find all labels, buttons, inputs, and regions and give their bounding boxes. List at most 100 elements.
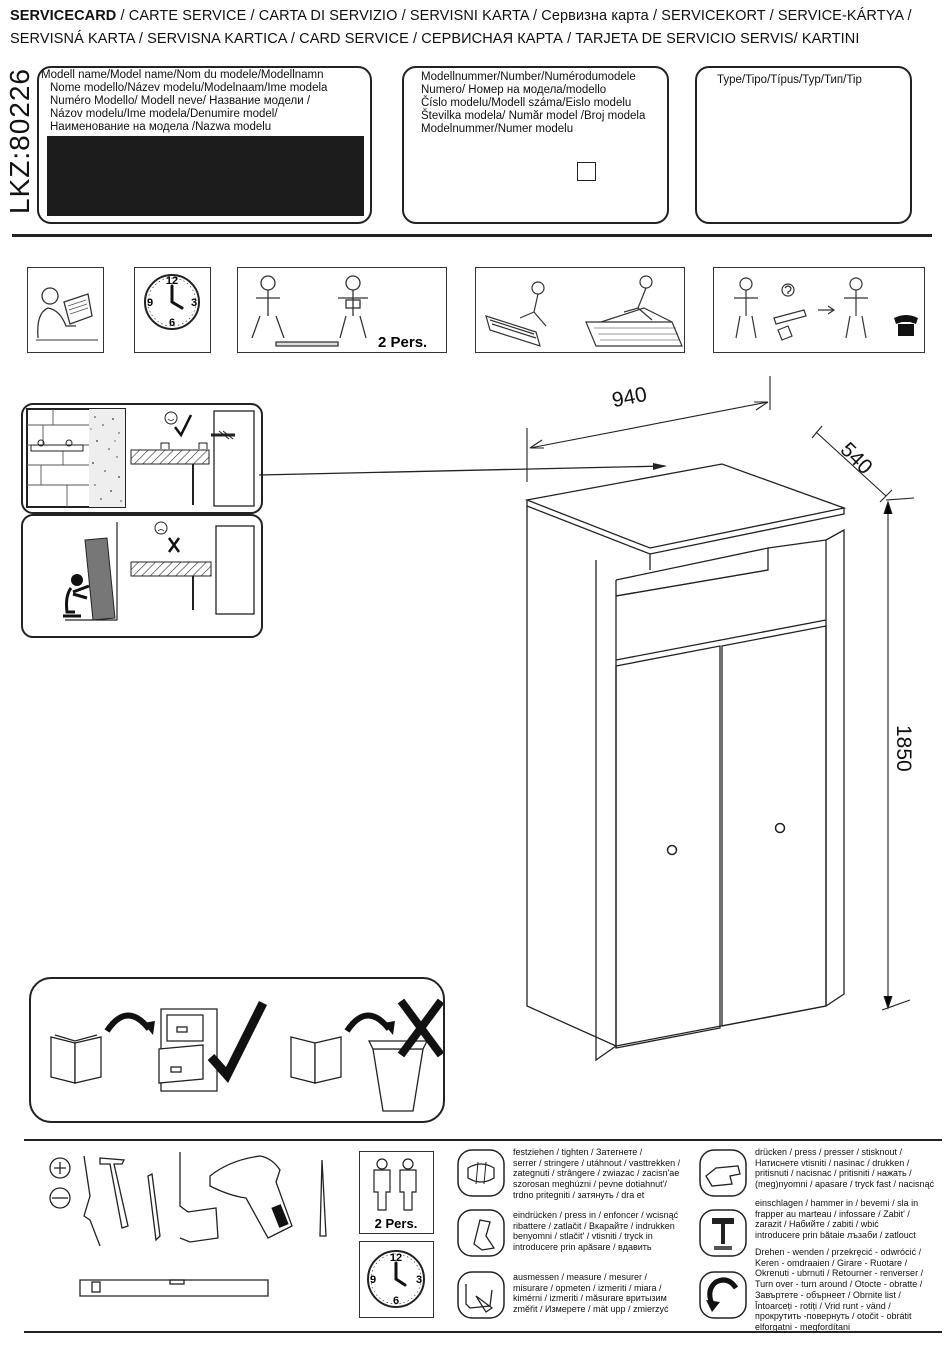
hammer-text: einschlagen / hammer in / bevemi / sla i… — [755, 1198, 918, 1241]
model-name-label-line: Наименование на модела /Nazwa modelu — [50, 121, 272, 133]
push-text: drücken / press / presser / stisknout / … — [755, 1147, 934, 1190]
turn-line: Drehen - wenden / przekręcić - odwrócić … — [755, 1247, 922, 1257]
header-title-bold: SERVICECARD — [10, 8, 117, 24]
clock-number-3: 3 — [191, 297, 197, 309]
model-number-label-line: Modelnummer/Numer modelu — [421, 123, 574, 135]
model-name-label-line: Názov modelu/Ime modela/Denumire model/ — [50, 108, 278, 120]
bottom-divider — [24, 1331, 942, 1333]
telephone-icon — [894, 315, 918, 336]
header-line-1: SERVICECARD / CARTE SERVICE / CARTA DI S… — [10, 5, 912, 27]
keep-manual-panel — [29, 977, 445, 1123]
pencil-icon — [147, 1173, 161, 1242]
clock-icon: 12 3 6 9 — [144, 274, 200, 330]
model-name-label-line: Numéro Modello/ Modell neve/ Название мо… — [50, 95, 311, 107]
phillips-screw-icon — [49, 1157, 71, 1179]
assemble-box — [475, 267, 685, 353]
spirit-level-icon — [79, 1279, 269, 1297]
tighten-line: serrer / stringere / utáhnout / vasttrek… — [513, 1157, 681, 1168]
keep-checkmark-icon — [207, 1000, 268, 1083]
type-box: Type/Tipo/Típus/Typ/Тип/Tip — [695, 66, 912, 224]
two-persons-label: 2 Pers. — [378, 334, 427, 351]
measure-line: ausmessen / measure / mesurer / — [513, 1272, 648, 1282]
model-number-label-line: Modellnummer/Number/Numérodumodele — [421, 71, 636, 83]
tools-clock-icon: 12 3 6 9 — [367, 1250, 425, 1308]
push-line: pritisnuti / nacisnac / pritisniti / наж… — [755, 1168, 912, 1179]
push-line: drücken / press / presser / stisknout / — [755, 1147, 903, 1157]
hammer-line: zarazit / Набийте / zabiti / wbić — [755, 1219, 879, 1230]
two-persons-lift-icon: 2 Pers. — [251, 275, 427, 351]
screwdriver-icon — [83, 1155, 101, 1247]
press-text: eindrücken / press in / enfoncer / wcisn… — [513, 1210, 678, 1253]
tools-illustration — [49, 1152, 327, 1297]
model-name-label-line: Modell name/Model name/Nom du modele/Mod… — [41, 69, 324, 81]
clock-number-12: 12 — [166, 275, 178, 287]
model-number-label-line: Číslo modelu/Modell száma/Eislo modelu — [421, 97, 632, 109]
measure-line: kimérni / izmeriti / măsurare вритызим — [513, 1293, 667, 1304]
wall-mount-correct-panel — [21, 403, 263, 514]
leader-line — [258, 463, 667, 476]
tools-clock-number-12: 12 — [390, 1252, 402, 1264]
drill-bit-icon — [319, 1159, 327, 1237]
height-dimension-wrapper: 1850 — [892, 725, 950, 785]
model-number-label-line: Številka modela/ Număr model /Broj model… — [421, 110, 646, 122]
turn-over-icon — [699, 1271, 747, 1319]
read-instructions-icon — [36, 287, 98, 341]
hammer-line: einschlagen / hammer in / bevemi / sla i… — [755, 1198, 919, 1208]
header-line-2: SERVISNÁ KARTA / SERVISNA KARTICA / CARD… — [10, 31, 860, 47]
tighten-text: festziehen / tighten / Затегнете / serre… — [513, 1147, 680, 1201]
turn-line: elforgatni - megfordítani — [755, 1321, 851, 1332]
turn-line: Turn over - turn around / Otocte - obrat… — [755, 1279, 923, 1290]
measure-line: změřit / Измерете / mät upp / zmierzyć — [513, 1304, 669, 1315]
tighten-line: festziehen / tighten / Затегнете / — [513, 1147, 643, 1157]
call-service-box — [713, 267, 925, 353]
height-dimension-label: 1850 — [892, 725, 915, 772]
left-door-knob — [666, 844, 678, 856]
tools-two-persons-box: 2 Pers. — [359, 1151, 434, 1234]
clock-box: 12 3 6 9 — [134, 267, 211, 353]
press-line: introducere prin apăsare / вдавить — [513, 1242, 652, 1253]
tools-two-persons-icon: 2 Pers. — [373, 1158, 418, 1231]
header-title-rest: / CARTE SERVICE / CARTA DI SERVIZIO / SE… — [116, 8, 912, 24]
model-number-label-line: Numero/ Номер на модела/modello — [421, 84, 607, 96]
keep-manual-icon — [50, 998, 443, 1112]
model-number-box: Modellnummer/Number/Numérodumodele Numer… — [402, 66, 669, 224]
drill-icon — [209, 1155, 293, 1239]
cabinet-drawing — [524, 376, 915, 1062]
tighten-icon — [457, 1149, 505, 1197]
tools-clock-number-6: 6 — [393, 1295, 399, 1307]
wall-mount-wrong-icon — [63, 521, 255, 621]
measure-text: ausmessen / measure / mesurer / misurare… — [513, 1272, 669, 1315]
hammer-in-icon — [699, 1209, 747, 1257]
measure-icon — [457, 1271, 505, 1319]
flat-screw-icon — [49, 1187, 71, 1209]
wall-mount-wrong-panel — [21, 514, 263, 638]
sad-face-icon — [154, 521, 168, 535]
tools-clock-number-3: 3 — [416, 1274, 422, 1286]
tighten-line: zategnuti / strângere / zwiazac / zacisn… — [513, 1168, 680, 1179]
side-code: LKZ:80226 — [4, 68, 35, 214]
assemble-on-carton-icon — [485, 275, 683, 347]
push-icon — [699, 1149, 747, 1197]
model-number-labels: Modellnummer/Number/Numérodumodele Numer… — [421, 71, 645, 136]
tighten-line: szorosan meghúzni / pevne dotiahnut'/ — [513, 1179, 667, 1190]
push-line: Натиснете vtisniti / nasinac / drukken / — [755, 1157, 910, 1168]
model-name-labels: Modell name/Model name/Nom du modele/Mod… — [41, 69, 327, 134]
discard-cross-icon — [397, 998, 443, 1058]
tools-two-persons-label: 2 Pers. — [375, 1216, 418, 1231]
tools-clock-box: 12 3 6 9 — [359, 1241, 434, 1318]
clock-number-6: 6 — [169, 317, 175, 329]
hammer-line: frapper au marteau / infossare / Zabit' … — [755, 1208, 910, 1219]
read-instructions-box — [27, 267, 104, 353]
smiley-icon — [164, 411, 178, 425]
hammer-line: introducere prin bătaie лъзаби / zatlouc… — [755, 1230, 916, 1241]
turn-line: Keren - omdraaien / Girare - Ruotare / — [755, 1257, 908, 1268]
model-name-field[interactable] — [47, 136, 364, 216]
model-number-checkbox[interactable] — [577, 162, 596, 181]
hammer-icon — [99, 1157, 129, 1229]
header-divider — [12, 234, 932, 237]
wall-mount-correct-icon — [26, 408, 255, 508]
tools-clock-number-9: 9 — [370, 1274, 376, 1286]
type-label: Type/Tipo/Típus/Typ/Тип/Tip — [717, 74, 862, 86]
checkmark-icon — [174, 414, 193, 438]
turn-text: Drehen - wenden / przekręcić - odwrócić … — [755, 1247, 923, 1333]
